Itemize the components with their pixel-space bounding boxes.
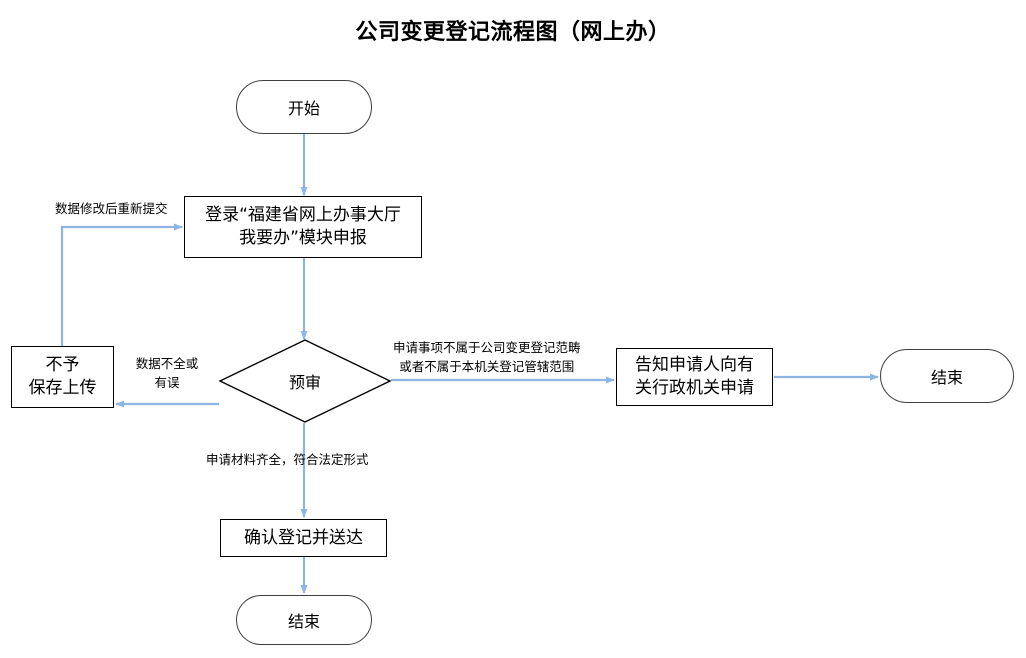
node-confirm-registration[interactable]: 确认登记并送达 xyxy=(220,519,387,557)
node-end-right[interactable]: 结束 xyxy=(880,349,1014,403)
node-start[interactable]: 开始 xyxy=(236,80,372,134)
node-preliminary-review[interactable]: 预审 xyxy=(220,340,390,422)
edge-label-invalid-data: 数据不全或 有误 xyxy=(131,354,203,393)
node-login-label-line1: 登录“福建省网上办事大厅 xyxy=(205,205,401,226)
node-notify-label-line1: 告知申请人向有 xyxy=(635,355,754,376)
node-decision-label: 预审 xyxy=(288,373,321,392)
edge-label-invalid-data-line2: 有误 xyxy=(154,375,180,391)
edge-label-out-of-scope-line2: 或者不属于本机关登记管辖范围 xyxy=(399,359,575,375)
node-reject-label-line2: 保存上传 xyxy=(28,378,97,398)
node-notify-applicant[interactable]: 告知申请人向有 关行政机关申请 xyxy=(616,348,773,406)
node-start-label: 开始 xyxy=(287,99,320,118)
node-end-right-label: 结束 xyxy=(930,368,963,387)
edge-label-out-of-scope: 申请事项不属于公司变更登记范畴 或者不属于本机关登记管辖范围 xyxy=(393,338,581,377)
node-end-bottom-label: 结束 xyxy=(287,612,320,631)
node-reject-label-line1: 不予 xyxy=(45,355,80,376)
node-end-bottom[interactable]: 结束 xyxy=(236,595,372,645)
node-notify-label-line2: 关行政机关申请 xyxy=(635,378,754,398)
edge-label-out-of-scope-line1: 申请事项不属于公司变更登记范畴 xyxy=(393,340,581,355)
node-login-declare[interactable]: 登录“福建省网上办事大厅 我要办”模块申报 xyxy=(184,196,422,258)
page-title: 公司变更登记流程图（网上办） xyxy=(355,20,671,45)
node-login-label-line2: 我要办”模块申报 xyxy=(239,228,367,248)
edge-label-resubmit: 数据修改后重新提交 xyxy=(55,201,168,216)
edge-label-materials-complete: 申请材料齐全，符合法定形式 xyxy=(206,452,369,467)
edge-label-invalid-data-line1: 数据不全或 xyxy=(135,356,199,371)
node-reject-upload[interactable]: 不予 保存上传 xyxy=(11,346,114,408)
node-confirm-label: 确认登记并送达 xyxy=(244,527,363,548)
edge-reject-to-login xyxy=(60,223,183,346)
